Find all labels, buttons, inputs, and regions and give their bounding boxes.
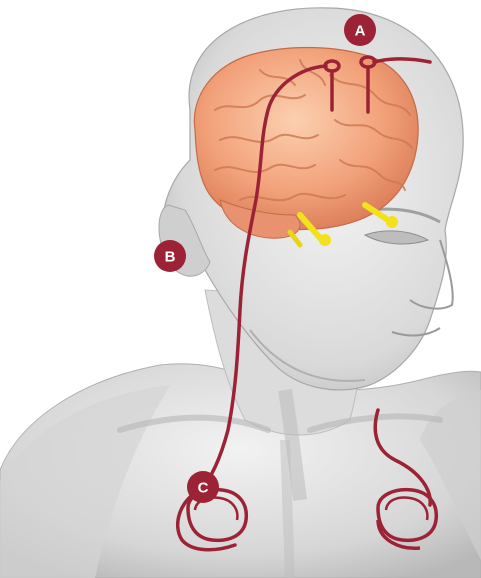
callout-a: A — [344, 14, 376, 46]
callout-c: C — [187, 471, 219, 503]
callout-b: B — [154, 240, 186, 272]
callout-c-label: C — [198, 480, 209, 497]
callout-a-label: A — [355, 23, 366, 40]
callout-b-label: B — [165, 249, 176, 266]
